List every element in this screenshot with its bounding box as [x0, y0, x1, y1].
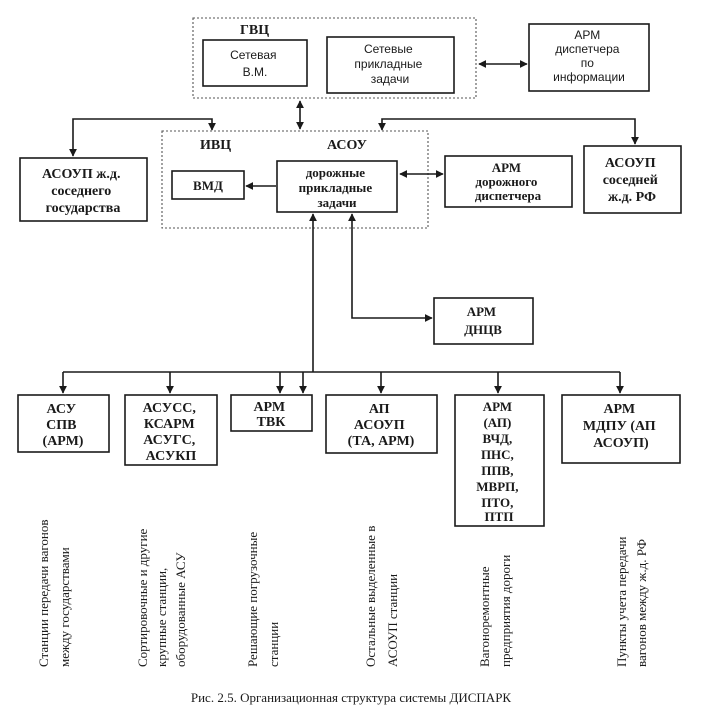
connectors: [59, 60, 639, 394]
road-tasks-box: [276, 160, 398, 213]
caption-5: Вагоноремонтные предприятия дороги: [477, 555, 513, 667]
caption-1: Станции передачи вагонов между государст…: [36, 516, 72, 667]
svg-text:Вагоноремонтные предприя: Вагоноремонтные предприятия дороги: [477, 555, 513, 667]
svg-text:Остальные выделенные в А: Остальные выделенные в АСОУП станции: [363, 522, 400, 667]
gvc-title: ГВЦ: [240, 23, 269, 38]
arm-tvk-label: АРМ ТВК: [253, 400, 288, 430]
asoup-neighbor-state-box: [19, 157, 148, 222]
caption-6: Пункты учета передачи вагонов между ж.д.…: [614, 533, 649, 667]
arm-tvk-box: [230, 394, 313, 432]
svg-text:Сортировочные и другие к: Сортировочные и другие крупные станции, …: [135, 525, 188, 667]
caption-3: Решающие погрузочные станции: [245, 529, 281, 667]
ap-asoup-box: [325, 394, 438, 454]
svg-text:Пункты учета передачи ва: Пункты учета передачи вагонов между ж.д.…: [614, 533, 649, 667]
arrow-asoup-rf: [378, 118, 639, 145]
asoup-neighbor-rf-label: АСОУП соседней ж.д. РФ: [603, 156, 662, 205]
arm-info-box: [528, 23, 650, 92]
arm-road-dispatcher-box: [444, 155, 573, 208]
ap-asoup-label: АП АСОУП (ТА, АРМ): [348, 402, 415, 449]
figure-caption: Рис. 2.5. Организационная структура сист…: [191, 690, 512, 705]
caption-2: Сортировочные и другие крупные станции, …: [135, 525, 188, 667]
ivc-title: ИВЦ: [200, 138, 231, 153]
arrow-arm-dncv: [348, 213, 433, 322]
svg-text:Станции передачи вагонов: Станции передачи вагонов между государст…: [36, 516, 72, 667]
arm-dncv-box: [433, 297, 534, 345]
svg-text:Решающие погрузочные ста: Решающие погрузочные станции: [245, 529, 281, 667]
asuss-label: АСУСС, КСАРМ АСУГС, АСУКП: [143, 401, 200, 464]
arm-mdpu-label: АРМ МДПУ (АП АСОУП): [583, 402, 659, 451]
arm-ap-wagon-label: АРМ (АП) ВЧД, ПНС, ППВ, МВРП, ПТО, ПТП: [476, 399, 522, 524]
asoup-neighbor-rf-box: [583, 145, 682, 214]
network-tasks-label: Сетевые прикладные задачи: [354, 42, 425, 86]
asu-spv-box: [17, 394, 110, 453]
network-tasks-box: [326, 36, 455, 94]
network-vm-box: [202, 39, 308, 87]
asou-title: АСОУ: [327, 138, 367, 153]
arm-info-label: АРМ диспетчера по информации: [553, 28, 625, 84]
asuss-box: [124, 394, 218, 466]
arm-dncv-label: АРМ ДНЦВ: [464, 304, 502, 337]
arm-ap-wagon-box: [454, 394, 545, 527]
asoup-neighbor-state-label: АСОУП ж.д. соседнего государства: [42, 167, 124, 216]
road-tasks-label: дорожные прикладные задачи: [299, 165, 376, 210]
arm-mdpu-box: [561, 394, 681, 464]
ivc-group: [161, 130, 429, 229]
vmd-box: [171, 170, 245, 200]
network-vm-label: Сетевая В.М.: [230, 48, 280, 79]
gvc-group: [192, 17, 477, 99]
caption-4: Остальные выделенные в АСОУП станции: [363, 522, 400, 667]
arm-road-dispatcher-label: АРМ дорожного диспетчера: [475, 160, 542, 203]
asu-spv-label: АСУ СПВ (АРМ): [43, 402, 84, 449]
arrow-asoup-state: [69, 118, 216, 157]
vmd-label: ВМД: [193, 178, 223, 193]
